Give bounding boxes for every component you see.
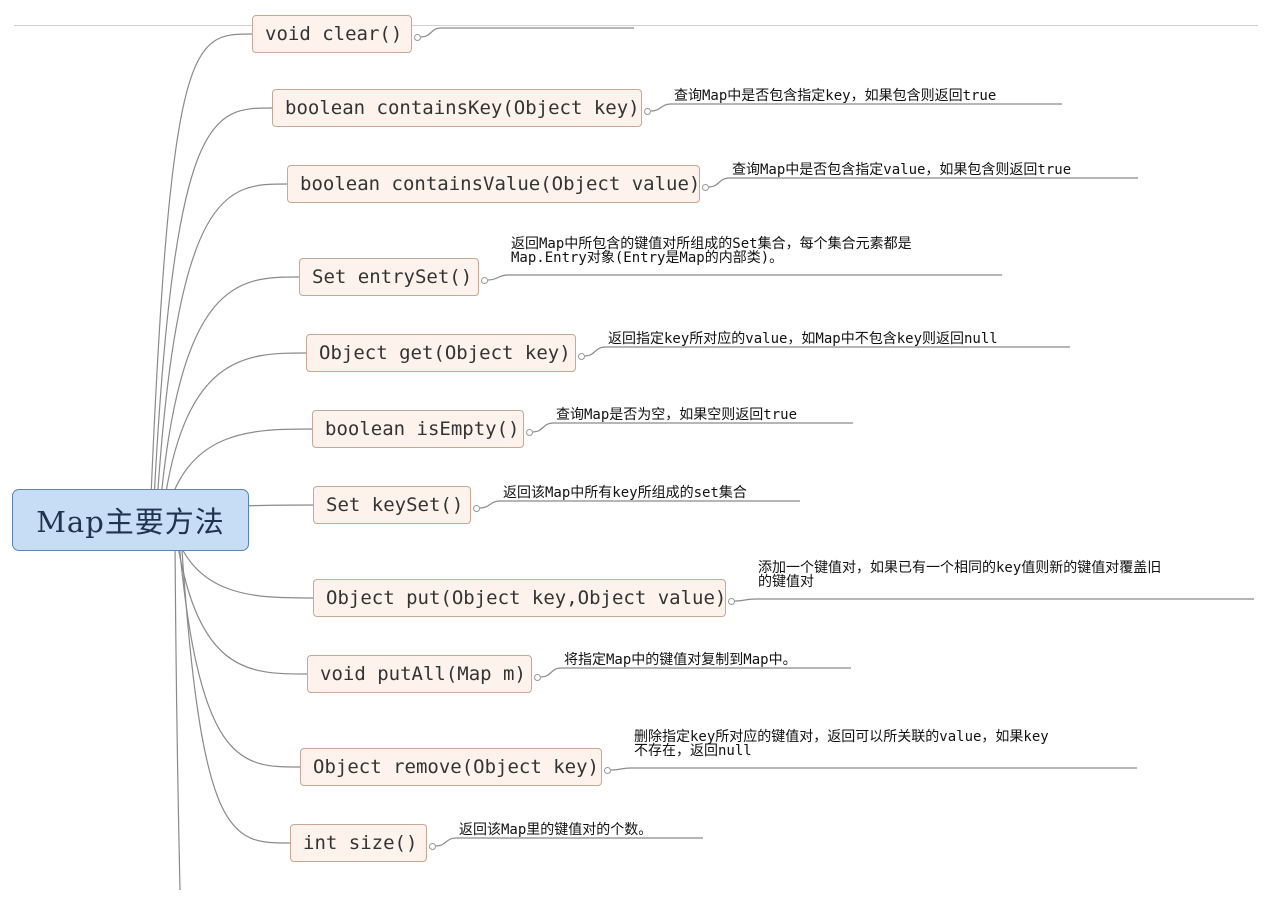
method-signature: boolean containsValue(Object value): [300, 173, 701, 195]
leader-2: [708, 177, 730, 188]
method-node[interactable]: boolean containsKey(Object key): [272, 89, 642, 127]
root-label: Map主要方法: [36, 505, 225, 539]
description-line: 返回Map中所包含的键值对所组成的Set集合，每个集合元素都是: [511, 236, 912, 252]
description-line: 查询Map中是否包含指定key，如果包含则返回true: [674, 88, 997, 104]
method-signature: int size(): [303, 832, 418, 854]
method-description: 查询Map是否为空，如果空则返回true: [556, 408, 797, 422]
expand-handle[interactable]: [534, 674, 541, 681]
description-line: 将指定Map中的键值对复制到Map中。: [564, 652, 797, 668]
method-description: 查询Map中是否包含指定key，如果包含则返回true: [674, 89, 996, 103]
method-signature: Set keySet(): [326, 494, 464, 516]
leader-1: [650, 103, 672, 112]
expand-handle[interactable]: [604, 767, 611, 774]
connector-2: [155, 183, 288, 521]
method-node[interactable]: Object remove(Object key): [300, 748, 602, 786]
method-node[interactable]: int size(): [290, 824, 427, 862]
leader-6: [479, 500, 501, 509]
description-line: 返回该Map里的键值对的个数。: [459, 822, 653, 838]
expand-handle[interactable]: [481, 277, 488, 284]
description-line: 添加一个键值对，如果已有一个相同的key值则新的键值对覆盖旧: [758, 560, 1162, 576]
method-node[interactable]: boolean containsValue(Object value): [287, 165, 700, 203]
expand-handle[interactable]: [473, 505, 480, 512]
description-line: 查询Map中是否包含指定value，如果包含则返回true: [732, 162, 1072, 178]
method-description: 查询Map中是否包含指定value，如果包含则返回true: [732, 163, 1071, 177]
method-description: 返回该Map中所有key所组成的set集合: [503, 486, 747, 500]
leader-9: [610, 767, 632, 771]
leader-4: [584, 346, 606, 357]
description-line: 删除指定key所对应的键值对，返回可以所关联的value，如果key: [634, 729, 1049, 745]
method-signature: boolean isEmpty(): [325, 418, 520, 440]
method-signature: Set entrySet(): [312, 266, 473, 288]
method-node[interactable]: Set entrySet(): [299, 258, 479, 296]
method-node[interactable]: void clear(): [252, 15, 412, 53]
expand-handle[interactable]: [429, 843, 436, 850]
expand-handle[interactable]: [702, 184, 709, 191]
leader-0: [420, 27, 442, 38]
leader-3: [487, 274, 509, 281]
top-divider: [14, 25, 1258, 26]
expand-handle[interactable]: [414, 34, 421, 41]
method-node[interactable]: Object put(Object key,Object value): [313, 579, 726, 617]
method-description: 将指定Map中的键值对复制到Map中。: [564, 653, 797, 667]
method-signature: boolean containsKey(Object key): [285, 97, 640, 119]
expand-handle[interactable]: [728, 598, 735, 605]
leader-7: [734, 598, 756, 602]
connector-0: [149, 33, 253, 521]
method-signature: void putAll(Map m): [320, 663, 526, 685]
method-node[interactable]: Object get(Object key): [306, 334, 576, 372]
description-line: 的键值对: [758, 574, 814, 590]
connector-3: [158, 276, 300, 521]
method-node[interactable]: boolean isEmpty(): [312, 410, 524, 448]
root-node[interactable]: Map主要方法: [12, 489, 249, 551]
leader-10: [435, 837, 457, 847]
method-signature: void clear(): [265, 23, 403, 45]
expand-handle[interactable]: [578, 353, 585, 360]
connector-overflow: [174, 539, 181, 891]
method-description: 返回指定key所对应的value，如Map中不包含key则返回null: [608, 332, 998, 346]
description-line: 返回指定key所对应的value，如Map中不包含key则返回null: [608, 331, 998, 347]
expand-handle[interactable]: [526, 429, 533, 436]
method-description: 添加一个键值对，如果已有一个相同的key值则新的键值对覆盖旧的键值对: [758, 561, 1161, 589]
expand-handle[interactable]: [644, 108, 651, 115]
connector-1: [152, 107, 273, 521]
method-signature: Object remove(Object key): [313, 756, 599, 778]
method-signature: Object put(Object key,Object value): [326, 587, 727, 609]
description-line: 不存在，返回null: [634, 743, 752, 759]
method-signature: Object get(Object key): [319, 342, 571, 364]
leader-8: [540, 667, 562, 678]
connector-10: [179, 519, 291, 844]
connector-9: [176, 519, 301, 768]
method-node[interactable]: Set keySet(): [313, 486, 471, 524]
method-node[interactable]: void putAll(Map m): [307, 655, 532, 693]
leader-5: [532, 422, 554, 433]
connector-4: [161, 352, 307, 521]
description-line: 返回该Map中所有key所组成的set集合: [503, 485, 747, 501]
method-description: 返回该Map里的键值对的个数。: [459, 823, 652, 837]
description-line: Map.Entry对象(Entry是Map的内部类)。: [511, 250, 784, 266]
description-line: 查询Map是否为空，如果空则返回true: [556, 407, 798, 423]
